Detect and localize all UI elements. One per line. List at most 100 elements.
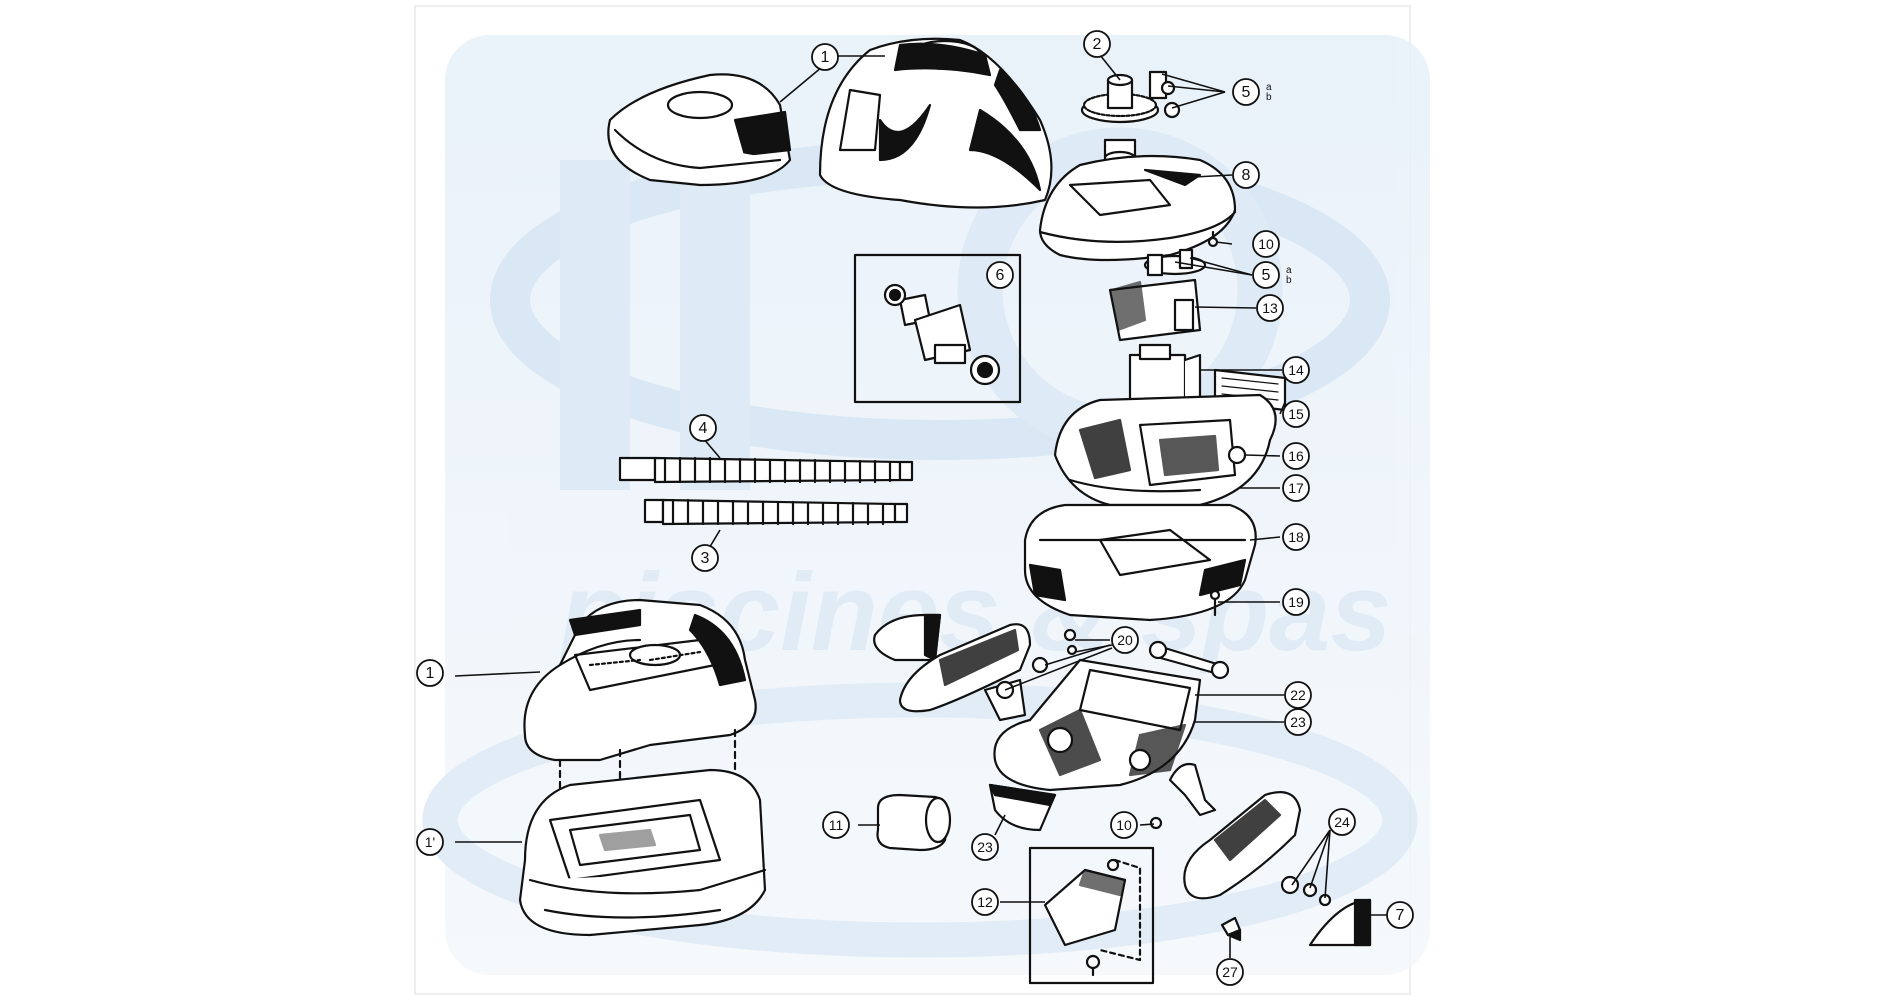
callout-suffix: b <box>1286 275 1292 286</box>
callout-c6: 6 <box>986 261 1014 289</box>
callout-circle <box>1232 78 1260 106</box>
callout-number: 12 <box>977 894 993 910</box>
callout-c10b: 10 <box>1110 811 1138 839</box>
chassis-22 <box>993 658 1202 792</box>
callout-circle <box>416 828 444 856</box>
callout-c10a: 10 <box>1252 230 1280 258</box>
upper-shell-assembled <box>523 598 757 762</box>
callout-number: 22 <box>1290 687 1306 703</box>
callout-circle <box>1232 161 1260 189</box>
callout-circle <box>1386 901 1414 929</box>
top-cover-small <box>607 73 792 187</box>
swivel-11 <box>876 793 952 852</box>
callout-number: 11 <box>829 817 844 833</box>
callout-c1b: 1 <box>416 659 444 687</box>
callout-number: 13 <box>1262 300 1278 316</box>
callout-number: 20 <box>1117 632 1133 648</box>
callout-number: 15 <box>1288 406 1304 422</box>
callout-number: 6 <box>996 267 1005 284</box>
callout-number: 17 <box>1288 480 1304 496</box>
callout-c14: 14 <box>1282 356 1310 384</box>
callout-circle <box>822 811 850 839</box>
callout-c12: 12 <box>971 888 999 916</box>
callout-suffix: a <box>1266 82 1272 93</box>
callout-number: 27 <box>1222 964 1238 980</box>
track-side-right <box>1183 791 1332 907</box>
callout-circle <box>986 261 1014 289</box>
callout-number: 7 <box>1396 907 1405 924</box>
callout-circle <box>1282 523 1310 551</box>
callout-number: 3 <box>701 550 710 567</box>
chassis-17 <box>1053 393 1277 507</box>
callout-circle <box>416 659 444 687</box>
bracket-right <box>1168 762 1217 817</box>
callout-c17: 17 <box>1282 474 1310 502</box>
callout-circle <box>971 888 999 916</box>
callout-number: 14 <box>1288 362 1304 378</box>
callout-c2: 2 <box>1083 30 1111 58</box>
callout-circle <box>1252 230 1280 258</box>
callout-number: 23 <box>1290 714 1306 730</box>
callout-number: 5 <box>1262 267 1271 284</box>
top-cover-large <box>818 37 1053 209</box>
callout-number: 24 <box>1334 814 1350 830</box>
callout-circle <box>1284 708 1312 736</box>
callout-number: 5 <box>1242 84 1251 101</box>
callout-circle <box>1282 356 1310 384</box>
callout-c11: 11 <box>822 811 850 839</box>
callout-number: 10 <box>1116 817 1132 833</box>
callout-number: 1 <box>821 49 830 66</box>
track-side-left <box>898 623 1032 713</box>
callout-number: 19 <box>1288 594 1304 610</box>
callout-number: 1' <box>425 834 435 850</box>
skid-23 <box>988 783 1057 832</box>
part-6-box <box>853 253 1022 404</box>
callout-c3: 3 <box>691 544 719 572</box>
callout-circle <box>1252 261 1280 289</box>
callout-circle <box>1282 588 1310 616</box>
callout-c1a: 1 <box>811 43 839 71</box>
part-12-box <box>1028 846 1155 985</box>
callout-circle <box>1328 808 1356 836</box>
callout-circle <box>691 544 719 572</box>
callout-circle <box>1282 400 1310 428</box>
part-6-coupler <box>883 283 1001 386</box>
callout-circle <box>1111 626 1139 654</box>
callout-c19: 19 <box>1282 588 1310 616</box>
clip-27 <box>1220 916 1242 942</box>
callout-number: 16 <box>1288 448 1304 464</box>
end-cap-7 <box>1308 898 1372 947</box>
callout-c5b: 5 ab <box>1252 261 1292 289</box>
callout-c23a: 23 <box>1284 708 1312 736</box>
hose-3 <box>643 498 909 526</box>
callout-c23b: 23 <box>971 833 999 861</box>
hose-4 <box>618 456 914 484</box>
gear-part <box>1080 70 1181 166</box>
callout-c20: 20 <box>1111 626 1139 654</box>
callout-c27: 27 <box>1216 958 1244 986</box>
callout-c16: 16 <box>1282 442 1310 470</box>
callout-c13: 13 <box>1256 294 1284 322</box>
axle-part <box>1148 640 1230 680</box>
callout-circle <box>1282 442 1310 470</box>
callout-circle <box>1284 681 1312 709</box>
callout-circle <box>1083 30 1111 58</box>
callout-number: 1 <box>426 665 435 682</box>
callout-suffix: a <box>1286 265 1292 276</box>
callout-c15: 15 <box>1282 400 1310 428</box>
part-12-cassette <box>1043 858 1142 977</box>
base-shell-assembled <box>518 768 767 937</box>
callout-number: 18 <box>1288 529 1304 545</box>
callout-circle <box>811 43 839 71</box>
callout-c8: 8 <box>1232 161 1260 189</box>
base-tray-18 <box>1023 503 1257 622</box>
screw-10-lower <box>1149 816 1163 830</box>
callout-number: 23 <box>977 839 993 855</box>
callout-circle <box>689 414 717 442</box>
callout-number: 2 <box>1093 36 1102 53</box>
callout-c22: 22 <box>1284 681 1312 709</box>
motor-housing-upper <box>1038 154 1237 262</box>
